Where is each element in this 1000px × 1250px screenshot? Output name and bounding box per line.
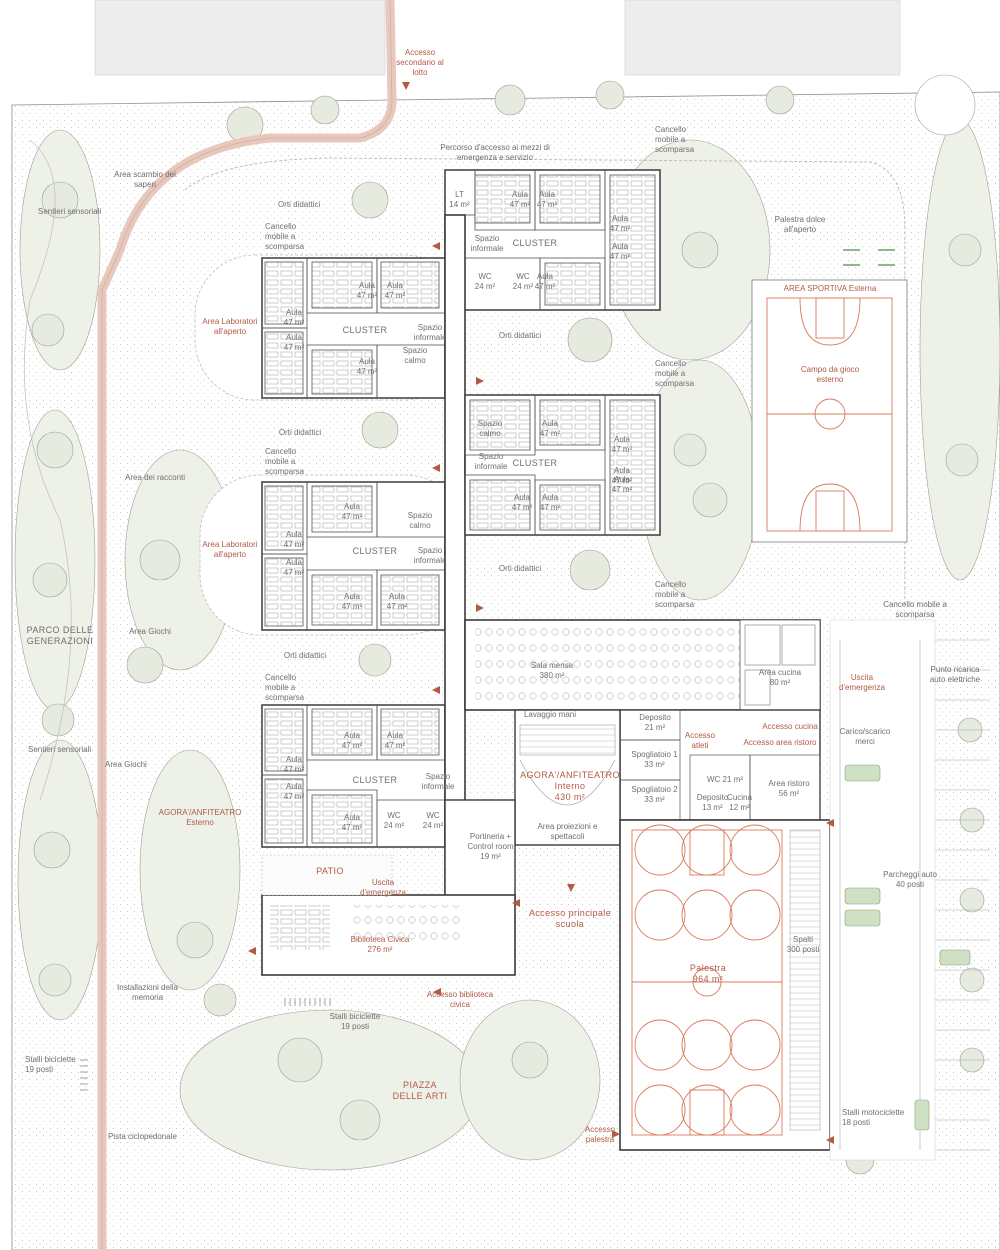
bleachers — [789, 829, 821, 1131]
neighbour-block-right — [624, 0, 901, 76]
outdoor-gym-equipment — [843, 249, 895, 266]
access-arrow-icons — [248, 82, 834, 1144]
neighbour-block-left — [94, 0, 386, 76]
basketball-court — [766, 297, 893, 532]
sensory-trail — [23, 139, 72, 801]
main-lobby — [444, 799, 516, 906]
bike-racks — [80, 998, 331, 1091]
parked-cars — [844, 764, 971, 1131]
patio — [261, 854, 393, 896]
parking-stalls — [839, 639, 990, 1151]
service-road — [184, 157, 906, 605]
gym-court — [631, 824, 783, 1136]
service-block — [619, 709, 821, 821]
north-cluster-interior — [444, 169, 661, 311]
cycle-path-edge — [101, 0, 393, 1250]
outdoor-sport-area — [751, 279, 908, 543]
